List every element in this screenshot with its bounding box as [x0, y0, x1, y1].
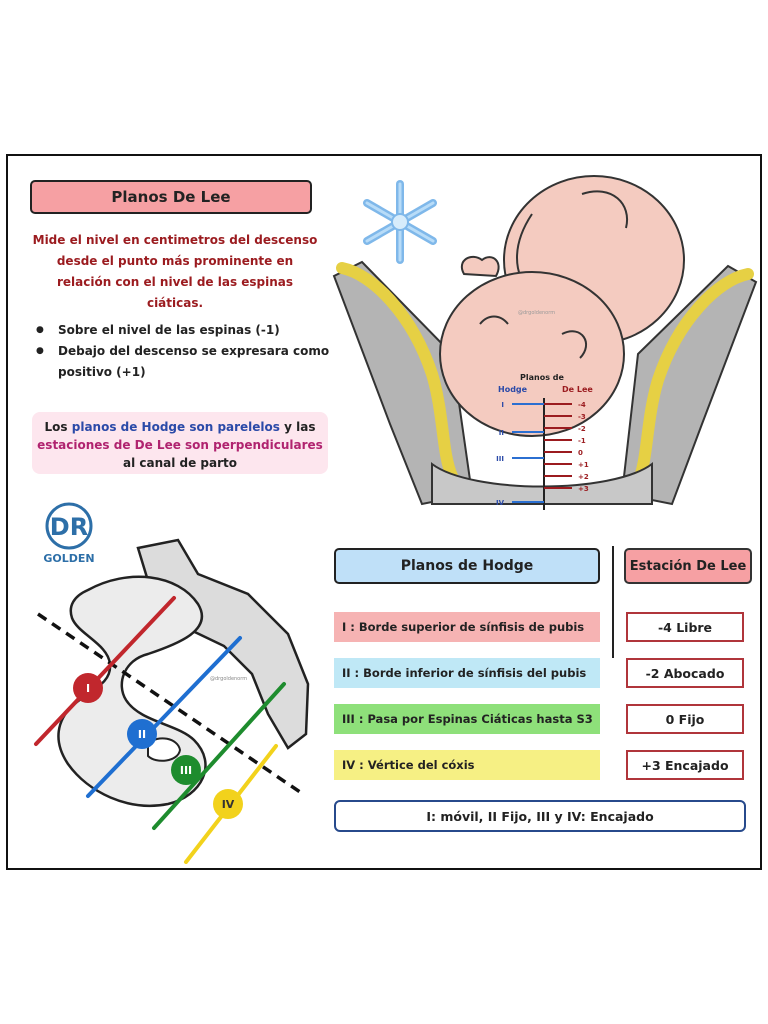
pelvic-floor [431, 462, 653, 505]
logo-golden-text: GOLDEN [43, 552, 94, 565]
note-hodge-parallel: planos de Hodge son parelelos [71, 420, 280, 434]
hodge-row-4: IV : Vértice del cóxis [334, 750, 600, 780]
lee-label: De Lee [562, 385, 593, 394]
hodge-plane-number: I [86, 682, 90, 695]
hodge-row-1: I : Borde superior de sínfisis de pubis [334, 612, 600, 642]
hodge-plane-marker [127, 719, 157, 749]
planos-de-hodge-header: Planos de Hodge [334, 548, 600, 584]
engagement-summary: I: móvil, II Fijo, III y IV: Encajado [334, 800, 746, 832]
hodge-row-2: II : Borde inferior de sínfisis del pubi… [334, 658, 600, 688]
left-iliac-crest [336, 262, 458, 482]
obturator-foramen [147, 737, 182, 762]
hodge-label: Hodge [498, 385, 528, 394]
lee-station-4: +3 Encajado [626, 750, 744, 780]
lee-description: Mide el nivel en centimetros del descens… [32, 233, 318, 310]
fetus-pelvis-diagram: @drgoldenorm Planos de Hodge De Lee -4 -3… [332, 175, 758, 510]
lee-station-1: -4 Libre [626, 612, 744, 642]
lee-station-label: -2 [578, 425, 586, 433]
logo-dr-text: DR [50, 513, 88, 541]
hodge-plane-line [86, 636, 242, 798]
note-part-3: y las [279, 420, 316, 434]
hodge-plane-label: IV [496, 499, 505, 507]
lee-station-label: +3 [578, 485, 589, 493]
lee-station-label: -1 [578, 437, 586, 445]
hodge-plane-label: II [499, 429, 504, 437]
hodge-plane-number: III [180, 764, 192, 777]
planos-de-lee-title: Planos De Lee [30, 180, 312, 214]
estacion-de-lee-header: Estación De Lee [624, 548, 752, 584]
lee-station-label: 0 [578, 449, 583, 457]
hodge-plane-label: III [496, 455, 504, 463]
pelvis-watermark: @drgoldenorm [210, 676, 247, 682]
lee-station-label: +2 [578, 473, 589, 481]
lee-station-2: -2 Abocado [626, 658, 744, 688]
dr-golden-logo: DR GOLDEN [43, 502, 95, 565]
hodge-plane-line [34, 596, 176, 746]
pelvic-axis-dashed-line [37, 612, 301, 794]
hodge-plane-number: IV [222, 798, 235, 811]
hodge-plane-label: I [501, 401, 504, 409]
hodge-row-3: III : Pasa por Espinas Ciáticas hasta S3 [334, 704, 600, 734]
fetus-watermark: @drgoldenorm [518, 310, 555, 316]
fetus-head [439, 271, 625, 437]
lee-station-label: -4 [578, 401, 586, 409]
hodge-plane-line [152, 682, 286, 830]
note-lee-perpendicular: estaciones de De Lee son perpendiculares [37, 438, 323, 452]
lee-station-3: 0 Fijo [626, 704, 744, 734]
note-part-1: Los [44, 420, 72, 434]
snowflake-icon [363, 180, 437, 264]
fetus-ear [561, 330, 587, 359]
hodge-vs-lee-note: Los planos de Hodge son parelelos y las … [32, 412, 328, 474]
hodge-plane-number: II [138, 728, 146, 741]
hodge-plane-marker [73, 673, 103, 703]
bullet-above-spines: Sobre el nivel de las espinas (-1) [34, 320, 334, 341]
planos-label: Planos de [520, 373, 564, 382]
right-iliac-crest [632, 268, 754, 488]
infographic-frame: Planos De Lee Mide el nivel en centimetr… [6, 154, 762, 870]
lee-station-label: -3 [578, 413, 586, 421]
fetus-hand [461, 255, 500, 278]
table-separator [612, 546, 614, 658]
hodge-plane-marker [213, 789, 243, 819]
note-part-5: al canal de parto [122, 456, 238, 470]
hodge-plane-marker [171, 755, 201, 785]
lee-station-label: +1 [578, 461, 589, 469]
bullet-below-spines: Debajo del descenso se expresara como po… [34, 341, 334, 383]
lee-bullet-list: Sobre el nivel de las espinas (-1) Debaj… [34, 320, 334, 383]
fetus-leg [581, 190, 629, 229]
fetus-eye [479, 315, 509, 325]
